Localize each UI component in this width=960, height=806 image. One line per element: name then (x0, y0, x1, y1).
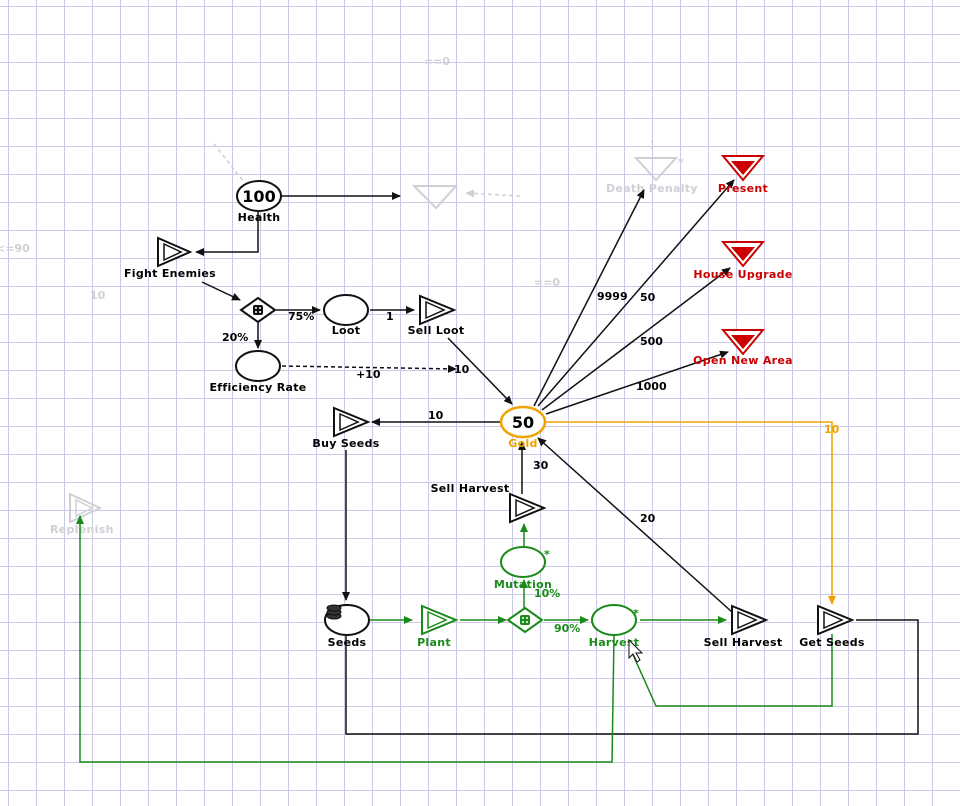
buy-seeds-cost-label: 10 (428, 409, 444, 422)
efficiency-modifier-label: +10 (356, 368, 381, 381)
loot-percent-label: 75% (288, 310, 314, 323)
green-connections (76, 515, 833, 763)
efficiency-percent-label: 20% (222, 331, 248, 344)
gold-to-death-penalty-edge (533, 189, 645, 407)
house-upgrade-end-condition[interactable]: House Upgrade (693, 241, 792, 281)
get-seeds-cost-label: 10 (824, 423, 840, 436)
harvest-pool[interactable]: * Harvest (589, 604, 640, 649)
dice-icon (520, 615, 530, 625)
fight-enemies-label: Fight Enemies (124, 267, 216, 280)
get-seeds-to-harvest-edge (629, 634, 833, 707)
death-star: * (678, 156, 684, 169)
faded-condition-top: ==0 (424, 55, 450, 68)
mutation-label: Mutation (494, 578, 552, 591)
fight-enemies-converter[interactable]: Fight Enemies (124, 236, 216, 280)
gold-pool[interactable]: 50 Gold (499, 405, 547, 450)
mutation-star: * (544, 548, 550, 561)
faded-drain-triangle (411, 185, 459, 210)
faded-condition-mid: ==0 (534, 276, 560, 289)
efficiency-modifier-edge (281, 364, 457, 373)
fight-to-gate-edge (201, 281, 241, 301)
harvest-star: * (633, 607, 639, 620)
health-label: Health (238, 211, 281, 224)
gold-label: Gold (508, 437, 537, 450)
faded-layer: ==0 ==0 <=90 10 * Death Penalty Replenis… (0, 55, 698, 536)
efficiency-rate-label: Efficiency Rate (209, 381, 306, 394)
sell-harvest-bottom-to-gold-edge (537, 437, 733, 613)
sell-loot-to-gold-edge (447, 337, 513, 405)
sell-harvest-bottom-converter[interactable]: Sell Harvest (704, 604, 783, 649)
sell-harvest-bottom-value-label: 20 (640, 512, 656, 525)
present-label: Present (718, 182, 768, 195)
buy-seeds-converter[interactable]: Buy Seeds (312, 406, 379, 450)
get-seeds-to-seeds-edge (345, 619, 919, 735)
harvest-to-replenish-edge (76, 515, 615, 763)
mutation-pool[interactable]: * Mutation (494, 546, 552, 591)
seeds-label: Seeds (328, 636, 367, 649)
death-penalty-cost-label: 9999 (597, 290, 628, 303)
buy-seeds-label: Buy Seeds (312, 437, 379, 450)
loot-pool[interactable]: Loot (323, 294, 369, 337)
loot-random-gate[interactable] (239, 296, 277, 324)
mutation-percent-label: 10% (534, 587, 560, 600)
sell-harvest-value-label: 30 (533, 459, 549, 472)
seeds-pool[interactable]: Seeds (324, 604, 370, 649)
loot-label: Loot (332, 324, 361, 337)
death-penalty-label: Death Penalty (606, 182, 698, 195)
plant-converter[interactable]: Plant (417, 604, 459, 649)
sell-harvest-top-converter[interactable]: Sell Harvest (431, 482, 547, 524)
black-connections (195, 179, 919, 735)
edge-labels: 75% 20% 1 +10 10 10 9999 50 500 1000 10 … (222, 290, 840, 635)
faded-condition-left: <=90 (0, 242, 30, 255)
replenish-source (69, 492, 103, 524)
gold-to-present-edge (537, 179, 735, 407)
present-end-condition[interactable]: Present (718, 155, 768, 195)
harvest-random-gate[interactable] (506, 606, 544, 634)
gold-to-open-area-edge (545, 350, 729, 415)
get-seeds-label: Get Seeds (799, 636, 865, 649)
harvest-label: Harvest (589, 636, 640, 649)
open-new-area-label: Open New Area (693, 354, 793, 367)
efficiency-target-label: 10 (454, 363, 470, 376)
gold-to-get-seeds-edge (546, 421, 836, 605)
efficiency-rate-pool[interactable]: Efficiency Rate (209, 350, 306, 394)
plant-label: Plant (417, 636, 451, 649)
health-value: 100 (242, 187, 275, 206)
sell-harvest-top-label: Sell Harvest (431, 482, 510, 495)
get-seeds-converter[interactable]: Get Seeds (799, 604, 865, 649)
house-upgrade-cost-label: 500 (640, 335, 663, 348)
sell-loot-label: Sell Loot (408, 324, 465, 337)
dice-icon (253, 305, 263, 315)
sell-harvest-bottom-label: Sell Harvest (704, 636, 783, 649)
health-to-fight-edge (195, 212, 259, 256)
loot-to-sell-label: 1 (386, 310, 394, 323)
house-upgrade-label: House Upgrade (693, 268, 792, 281)
open-new-area-end-condition[interactable]: Open New Area (693, 329, 793, 367)
faded-trigger-line (213, 143, 245, 183)
gold-to-house-upgrade-edge (541, 267, 731, 411)
mouse-cursor-icon (628, 638, 644, 663)
replenish-label: Replenish (50, 523, 114, 536)
present-cost-label: 50 (640, 291, 656, 304)
health-pool[interactable]: 100 Health (236, 180, 282, 224)
coins-icon (326, 604, 342, 620)
death-penalty-drain (633, 157, 679, 182)
open-area-cost-label: 1000 (636, 380, 667, 393)
harvest-percent-label: 90% (554, 622, 580, 635)
faded-dashed-arrow (465, 189, 521, 198)
sell-loot-converter[interactable]: Sell Loot (408, 294, 465, 337)
faded-value-left: 10 (90, 289, 106, 302)
gold-value: 50 (512, 413, 534, 432)
